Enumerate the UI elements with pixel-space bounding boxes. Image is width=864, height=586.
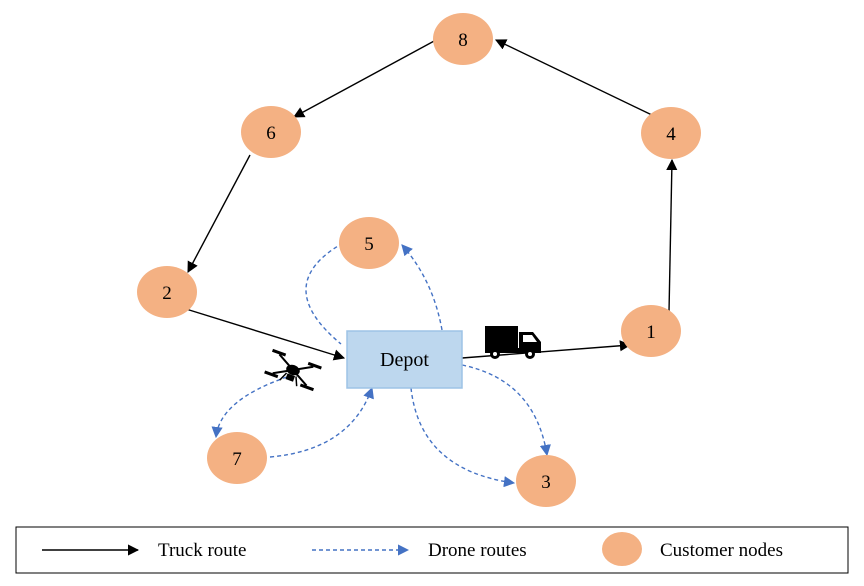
depot: Depot: [346, 330, 463, 389]
node-7-label: 7: [232, 449, 242, 470]
legend-drone-label: Drone routes: [428, 540, 527, 561]
drone-icon: [264, 348, 322, 392]
drone-routes: [211, 242, 551, 488]
node-2-label: 2: [162, 283, 172, 304]
customer-nodes: 1 2 3 4 5 6 7 8: [137, 13, 701, 507]
node-6-label: 6: [266, 123, 276, 144]
truck-route-6-to-2: [187, 154, 251, 273]
node-1-label: 1: [646, 322, 656, 343]
truck-icon: [485, 326, 541, 359]
drone-route-depot-to-3: [461, 364, 551, 457]
drone-route-7-to-depot: [269, 386, 374, 458]
truck-route-8-to-6: [293, 39, 437, 118]
drone-route-depot-to-5: [401, 244, 443, 331]
node-1: 1: [621, 305, 681, 357]
legend-truck-label: Truck route: [158, 540, 247, 561]
legend-box: [15, 526, 849, 574]
node-8-label: 8: [458, 30, 468, 51]
node-6: 6: [241, 106, 301, 158]
node-5: 5: [339, 217, 399, 269]
depot-label: Depot: [380, 349, 429, 371]
truck-route-1-to-4: [666, 158, 678, 313]
depot-box: [346, 330, 463, 389]
truck-route-2-to-depot: [185, 308, 346, 361]
node-3-label: 3: [541, 472, 551, 493]
truck-route-4-to-8: [494, 39, 655, 117]
truck-route: [185, 39, 678, 361]
node-4: 4: [641, 107, 701, 159]
drone-route-5-to-depot: [305, 242, 344, 345]
node-5-label: 5: [364, 234, 374, 255]
legend: Truck route Drone routes Customer nodes: [15, 526, 849, 574]
node-2: 2: [137, 266, 197, 318]
truck-route-depot-to-1: [461, 340, 632, 359]
node-7: 7: [207, 432, 267, 484]
drone-route-3-to-depot-return: [410, 387, 516, 488]
legend-customer-node: [602, 532, 642, 566]
node-8: 8: [433, 13, 493, 65]
drone-route-depot-to-7: [211, 376, 288, 439]
legend-customer-label: Customer nodes: [660, 540, 783, 561]
node-3: 3: [516, 455, 576, 507]
node-4-label: 4: [666, 124, 676, 145]
